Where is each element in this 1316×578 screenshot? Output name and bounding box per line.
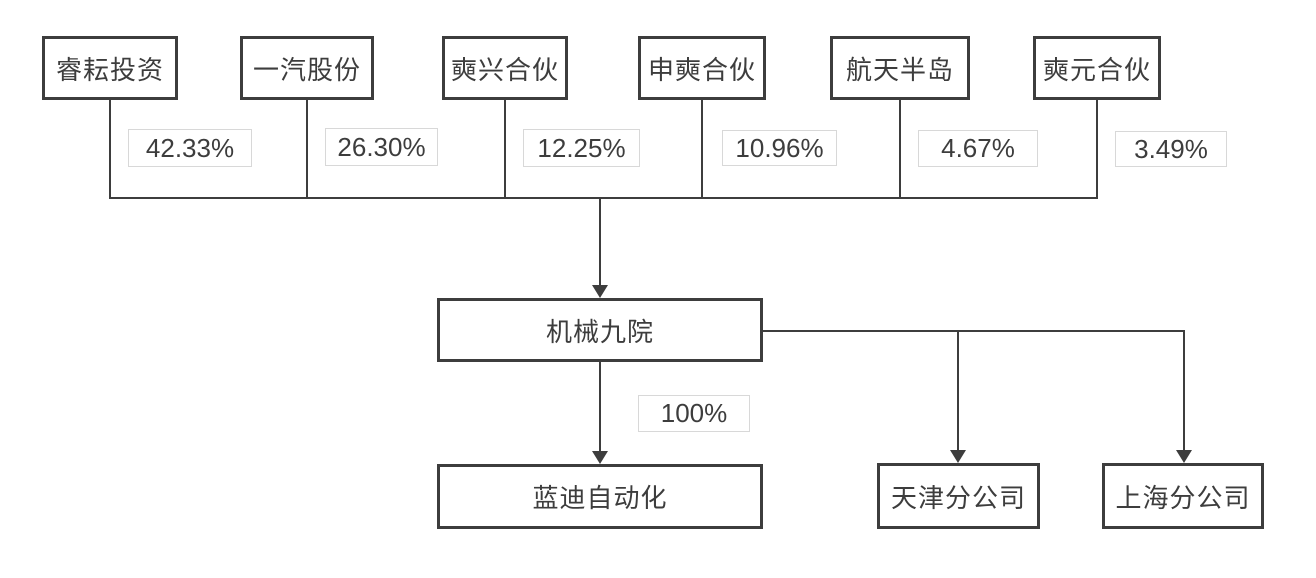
- shareholder-node-5: 航天半岛: [830, 36, 970, 100]
- connector-drop-3: [504, 98, 506, 199]
- connector-drop-4: [701, 98, 703, 199]
- connector-bus-to-parent: [599, 197, 601, 287]
- arrowhead-branch-1: [950, 450, 966, 463]
- connector-drop-6: [1096, 98, 1098, 199]
- percent-label-2: 26.30%: [325, 128, 438, 166]
- connector-drop-1: [109, 98, 111, 199]
- percent-label-6: 3.49%: [1115, 131, 1227, 167]
- connector-drop-branch-1: [957, 330, 959, 451]
- connector-branches-horizontal: [762, 330, 1185, 332]
- connector-drop-5: [899, 98, 901, 199]
- shareholder-node-4: 申奭合伙: [638, 36, 766, 100]
- arrowhead-subsidiary: [592, 451, 608, 464]
- connector-drop-2: [306, 98, 308, 199]
- arrowhead-branch-2: [1176, 450, 1192, 463]
- percent-label-4: 10.96%: [722, 130, 837, 166]
- connector-parent-to-subsidiary: [599, 362, 601, 452]
- subsidiary-node: 蓝迪自动化: [437, 464, 763, 529]
- shareholder-node-2: 一汽股份: [240, 36, 374, 100]
- arrowhead-parent: [592, 285, 608, 298]
- percent-label-5: 4.67%: [918, 130, 1038, 167]
- connector-bus: [109, 197, 1098, 199]
- shareholder-node-1: 睿耘投资: [42, 36, 178, 100]
- connector-drop-branch-2: [1183, 330, 1185, 451]
- branch-node-1: 天津分公司: [877, 463, 1040, 529]
- shareholder-node-6: 奭元合伙: [1033, 36, 1161, 100]
- percent-label-subsidiary: 100%: [638, 395, 750, 432]
- percent-label-1: 42.33%: [128, 129, 252, 167]
- parent-company-node: 机械九院: [437, 298, 763, 362]
- branch-node-2: 上海分公司: [1102, 463, 1264, 529]
- shareholder-node-3: 奭兴合伙: [442, 36, 568, 100]
- percent-label-3: 12.25%: [523, 129, 640, 167]
